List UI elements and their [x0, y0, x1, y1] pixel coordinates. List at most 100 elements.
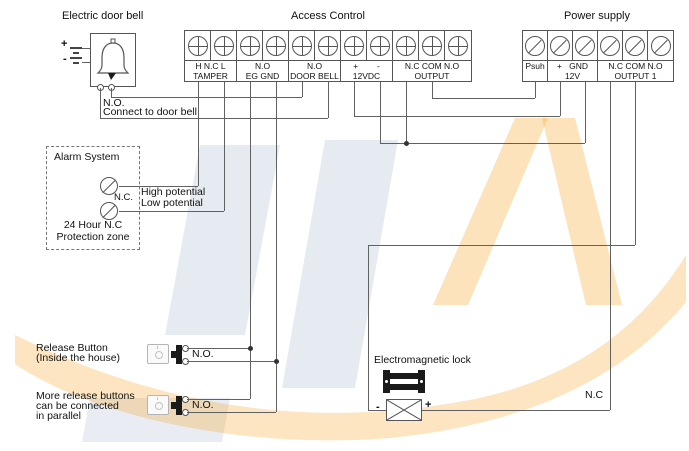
alarm-terminal-high	[100, 177, 118, 195]
alarm-system-box	[46, 146, 140, 250]
wire-segment	[100, 118, 328, 119]
wire-segment	[432, 98, 535, 99]
terminal-group-label: N.C COM N.O	[608, 61, 663, 71]
alarm-zone-line1: 24 Hour N.C	[63, 219, 123, 231]
lock-minus-sign: -	[376, 401, 380, 413]
release-button1-keypad-icon	[147, 344, 169, 364]
wire-segment	[422, 410, 610, 411]
release-button2-no-label: N.O.	[192, 399, 214, 411]
wire-segment	[198, 82, 199, 186]
bell-icon	[96, 38, 130, 80]
wire-segment	[187, 412, 276, 413]
electromagnetic-lock-title: Electromagnetic lock	[374, 354, 471, 366]
wire-segment	[368, 410, 386, 411]
terminal-group-label: DOOR BELL	[290, 70, 339, 81]
wire-segment	[187, 361, 276, 362]
wire-junction-dot	[248, 346, 253, 351]
wire-segment	[111, 88, 112, 97]
wire-segment	[354, 82, 355, 116]
release-button1-label-line2: (Inside the house)	[36, 352, 121, 364]
doorbell-title: Electric door bell	[62, 10, 144, 22]
doorbell-connect-label: Connect to door bell	[103, 106, 197, 118]
screw-terminal	[343, 35, 364, 56]
wire-segment	[380, 82, 381, 143]
terminal-group-label: Psuh	[525, 61, 545, 71]
battery-plus-sign: +	[61, 38, 68, 50]
alarm-system-title: Alarm System	[54, 151, 120, 163]
high-potential-label: High potential	[141, 186, 206, 198]
screw-terminal	[625, 35, 645, 56]
release-button2-label-line3: in parallel	[36, 410, 81, 422]
screw-terminal	[265, 35, 286, 56]
terminal-group-label: 12V	[564, 70, 581, 81]
wire-segment	[535, 82, 536, 98]
terminal-group-label: TAMPER	[193, 70, 228, 81]
battery-short-plate	[73, 62, 79, 64]
wire-segment	[224, 82, 225, 211]
release-button2-switch-nub	[171, 402, 176, 409]
battery-long-plate	[70, 47, 82, 49]
screw-terminal	[525, 35, 545, 56]
wire-segment	[380, 143, 585, 144]
doorbell-no-label: N.O.	[103, 97, 125, 109]
wire-segment	[119, 211, 224, 212]
wire-segment	[187, 348, 250, 349]
wire-segment	[82, 62, 90, 63]
lock-coil-symbol	[386, 399, 422, 421]
wire-segment	[82, 48, 90, 49]
access-control-title: Access Control	[291, 10, 365, 22]
low-potential-label: Low potential	[141, 197, 203, 209]
power-supply-title: Power supply	[563, 10, 631, 22]
battery-short-plate	[73, 52, 79, 54]
release-button2-keypad-icon	[147, 395, 169, 415]
maglock-icon	[383, 370, 425, 393]
wire-segment	[328, 82, 329, 118]
release-button1-switch-nub	[171, 351, 176, 358]
screw-terminal	[213, 35, 234, 56]
terminal-group-label: H N.C L	[195, 61, 226, 71]
wire-segment	[368, 245, 635, 246]
wire-segment	[119, 186, 198, 187]
screw-terminal	[187, 35, 208, 56]
wire-segment	[276, 82, 277, 412]
wire-segment	[187, 399, 250, 400]
wire-segment	[111, 97, 302, 98]
wire-segment	[100, 88, 101, 118]
screw-terminal	[395, 35, 416, 56]
wire-segment	[610, 82, 611, 410]
wire-junction-dot	[404, 141, 409, 146]
battery-minus-sign: -	[63, 53, 67, 65]
screw-terminal	[239, 35, 260, 56]
terminal-group-label: EG GND	[245, 70, 280, 81]
release-button2-label-line2: can be connected	[36, 400, 119, 412]
release-button1-label-line1: Release Button	[36, 342, 108, 354]
terminal-group-label: + GND	[557, 61, 588, 71]
wire-segment	[368, 245, 369, 410]
wire-segment	[302, 82, 303, 97]
terminal-group-label: OUTPUT	[414, 70, 450, 81]
wire-segment	[585, 82, 586, 143]
wire-segment	[635, 82, 636, 245]
wire-segment	[354, 116, 560, 117]
lock-nc-wire-label: N.C	[585, 389, 604, 401]
screw-terminal	[650, 35, 671, 56]
terminal-group-label: N.O	[306, 61, 323, 71]
screw-terminal	[575, 35, 595, 56]
screw-terminal	[421, 35, 442, 56]
terminal-group-label: OUTPUT 1	[614, 70, 657, 81]
alarm-nc-label: N.C.	[114, 192, 133, 203]
wire-segment	[406, 82, 407, 143]
screw-terminal	[291, 35, 312, 56]
screw-terminal	[369, 35, 390, 56]
screw-terminal	[317, 35, 338, 56]
release-button1-no-label: N.O.	[192, 348, 214, 360]
release-button2-switch-icon	[176, 396, 182, 415]
terminal-group-label: 12VDC	[352, 70, 381, 81]
wire-junction-dot	[274, 359, 279, 364]
wire-segment	[432, 82, 433, 98]
release-button1-switch-icon	[176, 345, 182, 364]
